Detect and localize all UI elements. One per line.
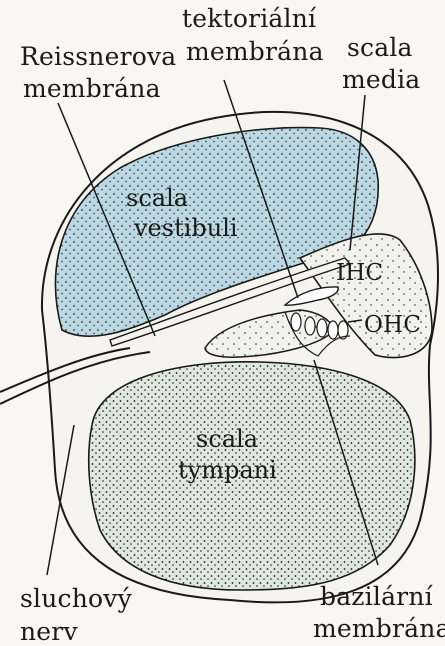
label-scala-tympani-line2: tympani (178, 456, 277, 485)
label-scala-media-line2: media (342, 65, 420, 94)
label-bazilarni-line2: membrána (313, 614, 445, 643)
label-reissnerova-line1: Reissnerova (20, 42, 176, 71)
label-scala-vestibuli-line1: scala (126, 184, 188, 213)
label-reissnerova-line2: membrána (23, 74, 161, 103)
label-ihc: IHC (336, 259, 383, 288)
label-sluchovy-nerv-line1: sluchový (20, 584, 132, 613)
label-scala-vestibuli-line2: vestibuli (134, 214, 238, 243)
label-tektorialni-line2: membrána (186, 37, 324, 66)
label-ohc: OHC (364, 311, 421, 340)
label-sluchovy-nerv-line2: nerv (20, 617, 78, 646)
label-bazilarni-line1: bazilární (320, 582, 433, 611)
label-scala-media-line1: scala (347, 33, 413, 62)
label-tektorialni-line1: tektoriální (182, 4, 316, 33)
label-scala-tympani-line1: scala (196, 425, 258, 454)
